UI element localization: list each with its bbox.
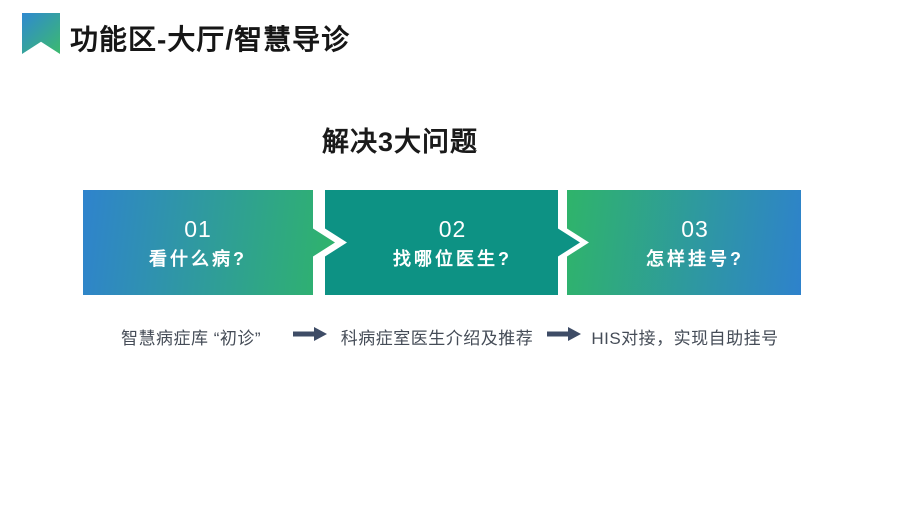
step-question: 看什么病? <box>149 248 247 269</box>
step-number: 01 <box>184 215 212 242</box>
step-question: 怎样挂号? <box>646 248 744 269</box>
step-caption-2: 科病症室医生介绍及推荐 <box>340 329 534 348</box>
arrow-right-icon <box>293 327 327 341</box>
step-box-1: 01 看什么病? <box>83 190 335 295</box>
step-number: 02 <box>438 215 467 242</box>
arrow-right-icon <box>547 327 581 341</box>
step-caption-1: 智慧病症库 “初诊” <box>120 329 262 348</box>
slide-title: 功能区-大厅/智慧导诊 <box>70 24 351 55</box>
step-question: 找哪位医生? <box>393 248 512 269</box>
step-box-2: 02 找哪位医生? <box>325 190 580 295</box>
step-caption-3: HIS对接，实现自助挂号 <box>591 329 779 348</box>
section-heading: 解决3大问题 <box>321 127 479 157</box>
bookmark-icon <box>22 13 60 54</box>
step-number: 03 <box>681 215 709 242</box>
step-box-3: 03 怎样挂号? <box>567 190 801 295</box>
